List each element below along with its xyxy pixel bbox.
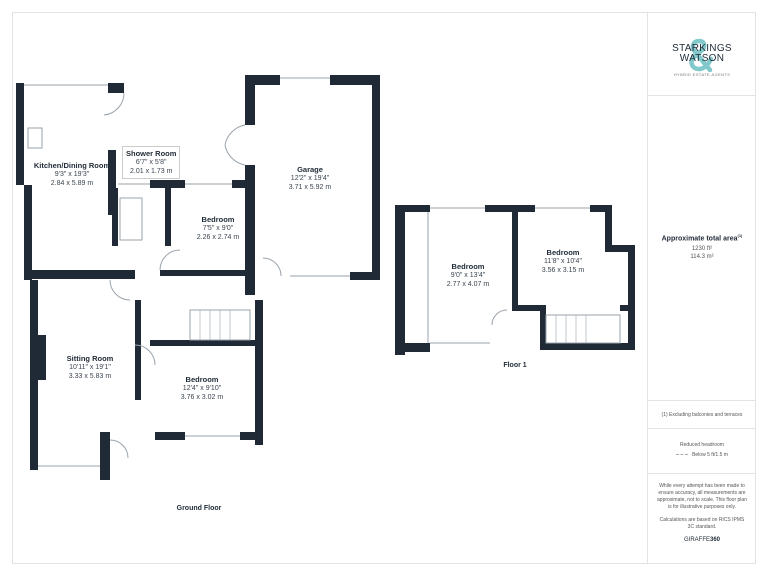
calc-note: Calculations are based on RICS IPMS 3C s… [659, 517, 745, 530]
giraffe360-credit: GIRAFFE360 [683, 537, 721, 543]
ampersand-icon [689, 38, 714, 72]
brand-name-1: STARKINGS [672, 43, 732, 54]
brand-logo: STARKINGS WATSON [648, 38, 756, 72]
area-title: Approximate total area(1) [661, 233, 743, 243]
brand-section: STARKINGS WATSON HYBRID ESTATE AGENTS [648, 12, 756, 96]
page-frame [12, 12, 756, 564]
legend-title: Reduced headroom [680, 442, 724, 448]
area-m: 114.3 m² [690, 254, 714, 261]
stairs [199, 310, 587, 343]
disclaimer: While every attempt has been made to ens… [657, 483, 747, 510]
area-section: Approximate total area(1) 1230 ft² 114.3… [648, 96, 756, 401]
floor-label-first: Floor 1 [503, 362, 527, 369]
legend: Reduced headroom Below 5 ft/1.5 m [648, 429, 756, 474]
windows-and-doors [24, 77, 621, 467]
footnote: (1) Excluding balconies and terraces [648, 401, 756, 429]
brand-name-2: WATSON [679, 53, 725, 64]
brand-tagline: HYBRID ESTATE AGENTS [673, 72, 731, 77]
walls [16, 75, 635, 480]
area-ft: 1230 ft² [691, 246, 713, 253]
info-panel: STARKINGS WATSON HYBRID ESTATE AGENTS Ap… [647, 12, 756, 564]
disclaimer-section: While every attempt has been made to ens… [648, 474, 756, 564]
legend-item: Below 5 ft/1.5 m [692, 452, 728, 458]
dashed-line-icon [676, 454, 689, 456]
floor-label-ground: Ground Floor [176, 505, 222, 512]
